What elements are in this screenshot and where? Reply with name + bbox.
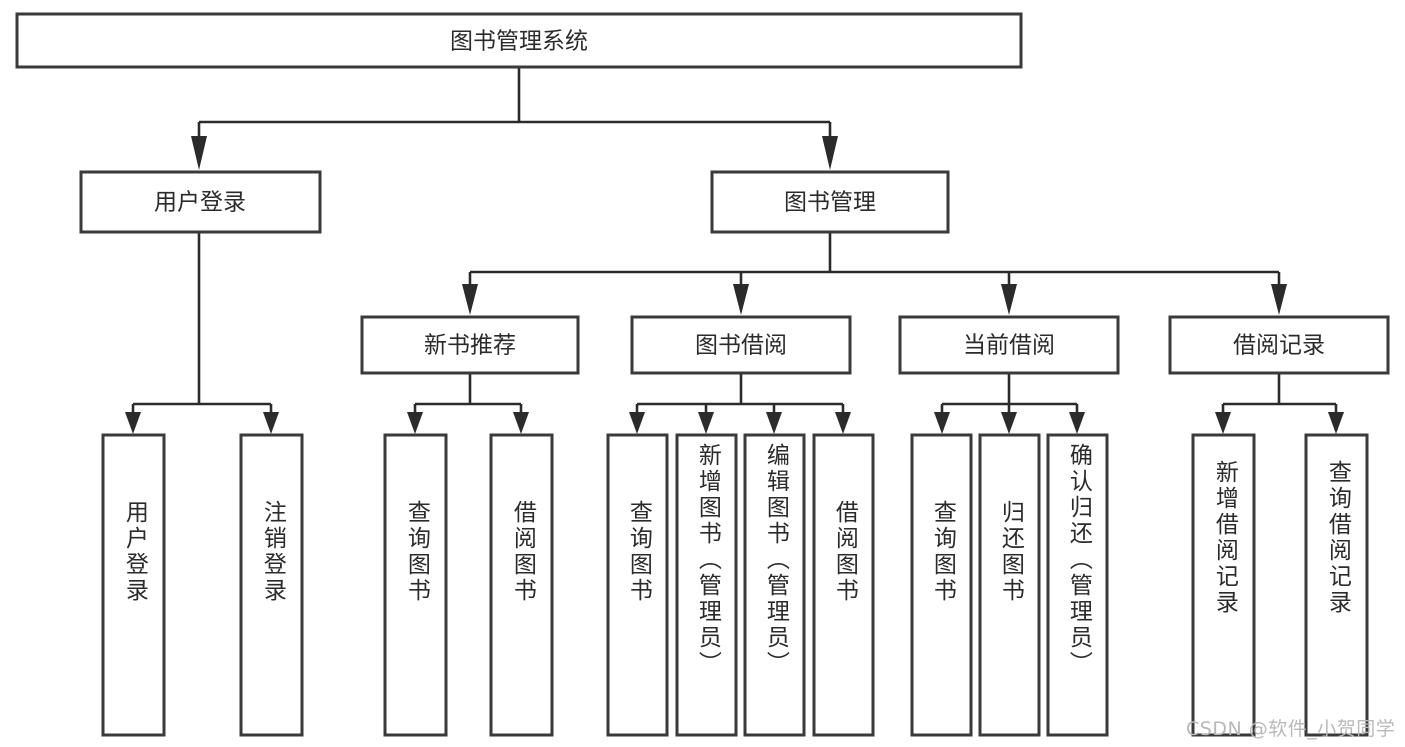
node-new-book-recommend[interactable]: 新书推荐 — [360, 315, 580, 375]
node-user-login-label: 用户登录 — [154, 190, 246, 216]
connectors-book-borrow-to-leaves — [629, 373, 851, 434]
leaf-box-cb-confirm-return[interactable] — [1046, 433, 1109, 737]
leaf-boxes-current-borrow — [910, 433, 1109, 737]
leaf-box-cb-return-book[interactable] — [978, 433, 1041, 737]
node-root[interactable]: 图书管理系统 — [15, 12, 1023, 69]
node-book-borrow-box[interactable] — [630, 315, 852, 375]
arrowhead-new-book — [462, 284, 478, 315]
leaf-boxes-user-login — [101, 433, 304, 737]
arrowhead-br-leaf-2 — [1328, 412, 1344, 434]
arrowhead-br-leaf-1 — [1215, 412, 1231, 434]
node-book-borrow-label: 图书借阅 — [695, 333, 787, 359]
node-user-login[interactable]: 用户登录 — [79, 170, 322, 234]
arrowhead-newbook-leaf-2 — [513, 412, 529, 434]
leaf-box-cb-query-book[interactable] — [910, 433, 973, 737]
connectors-book-manage-to-level3 — [462, 232, 1287, 315]
connectors-current-borrow-to-leaves — [934, 373, 1085, 434]
arrowhead-leaf-logout — [263, 412, 279, 434]
connectors-new-book-to-leaves — [407, 373, 529, 434]
node-book-manage[interactable]: 图书管理 — [710, 170, 950, 234]
arrowhead-cb-leaf-1 — [934, 412, 950, 434]
arrowhead-cb-leaf-3 — [1069, 412, 1085, 434]
node-borrow-record[interactable]: 借阅记录 — [1168, 315, 1390, 375]
arrowhead-cb-leaf-2 — [1001, 412, 1017, 434]
node-new-book-recommend-label: 新书推荐 — [424, 333, 516, 359]
connectors-borrow-record-to-leaves — [1215, 373, 1344, 434]
node-user-login-box[interactable] — [79, 170, 322, 234]
node-current-borrow-box[interactable] — [898, 315, 1120, 375]
arrowhead-user-login — [191, 136, 207, 170]
leaf-boxes-book-borrow — [606, 433, 875, 737]
leaf-box-bb-borrow-book[interactable] — [812, 433, 875, 737]
node-book-borrow[interactable]: 图书借阅 — [630, 315, 852, 375]
watermark-text: CSDN @软件_小贺同学 — [1186, 718, 1396, 740]
leaf-box-nb-borrow-book[interactable] — [489, 433, 554, 737]
leaf-boxes-borrow-record — [1191, 433, 1369, 737]
node-root-box[interactable] — [15, 12, 1023, 69]
leaf-box-logout[interactable] — [239, 433, 304, 737]
node-root-label: 图书管理系统 — [450, 29, 588, 55]
arrowhead-book-manage — [822, 136, 838, 170]
node-current-borrow[interactable]: 当前借阅 — [898, 315, 1120, 375]
leaf-box-bb-query-book[interactable] — [606, 433, 669, 737]
arrowhead-bb-leaf-1 — [629, 412, 645, 434]
arrowhead-bb-leaf-4 — [835, 412, 851, 434]
node-new-book-recommend-box[interactable] — [360, 315, 580, 375]
arrowhead-book-borrow — [733, 284, 749, 315]
leaf-box-user-login[interactable] — [101, 433, 166, 737]
arrowhead-bb-leaf-2 — [698, 412, 714, 434]
node-current-borrow-label: 当前借阅 — [963, 333, 1055, 359]
node-borrow-record-label: 借阅记录 — [1233, 333, 1325, 359]
arrowhead-current-borrow — [1001, 284, 1017, 315]
leaf-boxes-new-book-recommend — [383, 433, 554, 737]
node-book-manage-label: 图书管理 — [784, 190, 876, 216]
connectors-user-login-to-leaves — [125, 232, 279, 434]
node-book-manage-box[interactable] — [710, 170, 950, 234]
arrowhead-borrow-record — [1271, 284, 1287, 315]
leaf-box-nb-query-book[interactable] — [383, 433, 448, 737]
node-borrow-record-box[interactable] — [1168, 315, 1390, 375]
arrowhead-newbook-leaf-1 — [407, 412, 423, 434]
arrowhead-bb-leaf-3 — [766, 412, 782, 434]
connectors-root-to-level2 — [191, 67, 838, 170]
arrowhead-leaf-user-login — [125, 412, 141, 434]
leaf-box-bb-edit-book[interactable] — [743, 433, 806, 737]
leaf-box-br-add-record[interactable] — [1191, 433, 1256, 737]
leaf-box-br-query-record[interactable] — [1304, 433, 1369, 737]
leaf-box-bb-add-book[interactable] — [675, 433, 738, 737]
